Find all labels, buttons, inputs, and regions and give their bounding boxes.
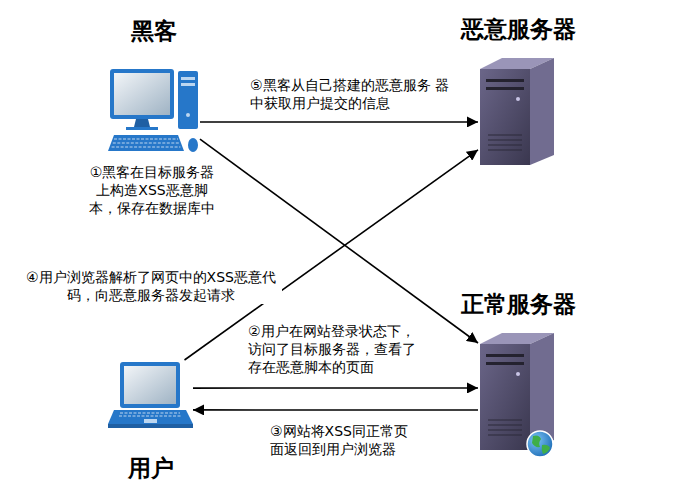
server-slot — [486, 87, 524, 90]
monitor-base — [126, 127, 158, 130]
drive-bay — [181, 77, 195, 80]
server-vent — [488, 144, 522, 145]
server-front — [480, 69, 530, 165]
keyboard-row — [112, 147, 181, 148]
arrow-connector — [200, 121, 478, 123]
server-vent — [488, 134, 522, 135]
server-vent — [488, 424, 522, 425]
keyboard-row — [120, 413, 180, 414]
laptop-base — [108, 410, 193, 424]
step-label: ④用户浏览器解析了网页中的XSS恶意代 码，向恶意服务器发起请求 — [20, 268, 282, 304]
laptop-icon — [108, 360, 193, 438]
server-vent — [488, 419, 522, 420]
server-slot — [486, 362, 524, 365]
server-icon — [478, 330, 558, 460]
node-title: 正常服务器 — [461, 290, 576, 320]
computer-icon — [108, 65, 200, 160]
computer-tower — [178, 71, 198, 129]
step-label: ③网站将XSS同正常页 面返回到用户浏览器 — [270, 422, 418, 458]
server-slot — [486, 79, 524, 82]
arrow-connector — [200, 139, 478, 343]
monitor-stand — [134, 119, 150, 127]
node-title: 黑客 — [131, 17, 177, 47]
server-side — [530, 58, 554, 165]
node-title: 恶意服务器 — [461, 15, 576, 45]
server-icon: 恶意服务器 — [478, 55, 558, 175]
server-vent — [488, 139, 522, 140]
server-front — [480, 344, 530, 450]
step-label: ⑤黑客从自己搭建的恶意服务 器中获取用户提交的信息 — [250, 76, 454, 112]
computer-icon: 黑客 — [108, 65, 200, 160]
laptop-bottom — [108, 424, 193, 428]
server-slot — [486, 354, 524, 357]
node-title: 用户 — [128, 454, 174, 484]
keyboard-row — [113, 143, 179, 144]
server-icon — [478, 55, 558, 175]
touchpad — [144, 419, 157, 423]
keyboard — [108, 135, 184, 151]
laptop-lid — [120, 362, 180, 408]
globe-icon — [527, 431, 553, 457]
power-button — [186, 113, 190, 117]
mouse — [188, 138, 198, 152]
monitor-frame — [110, 69, 174, 119]
server-light — [516, 372, 520, 376]
arrow-connector — [193, 387, 478, 389]
server-vent — [488, 149, 522, 150]
step-label: ①黑客在目标服务器 上构造XSS恶意脚 本，保存在数据库中 — [85, 163, 219, 218]
step-label: ②用户在网站登录状态下， 访问了目标服务器，查看了 存在恶意脚本的页面 — [248, 322, 424, 377]
drive-bay — [181, 83, 195, 86]
server-light — [516, 97, 520, 101]
keyboard-row — [114, 139, 178, 140]
server-icon: 正常服务器 — [478, 330, 558, 460]
arrow-connector — [193, 409, 478, 411]
laptop-screen — [124, 366, 176, 404]
monitor-screen — [114, 73, 170, 115]
server-vent — [488, 434, 522, 435]
server-vent — [488, 429, 522, 430]
keyboard-row — [119, 416, 181, 417]
globe-land — [542, 445, 550, 454]
globe-land — [532, 435, 541, 447]
laptop-icon: 用户 — [108, 360, 193, 438]
